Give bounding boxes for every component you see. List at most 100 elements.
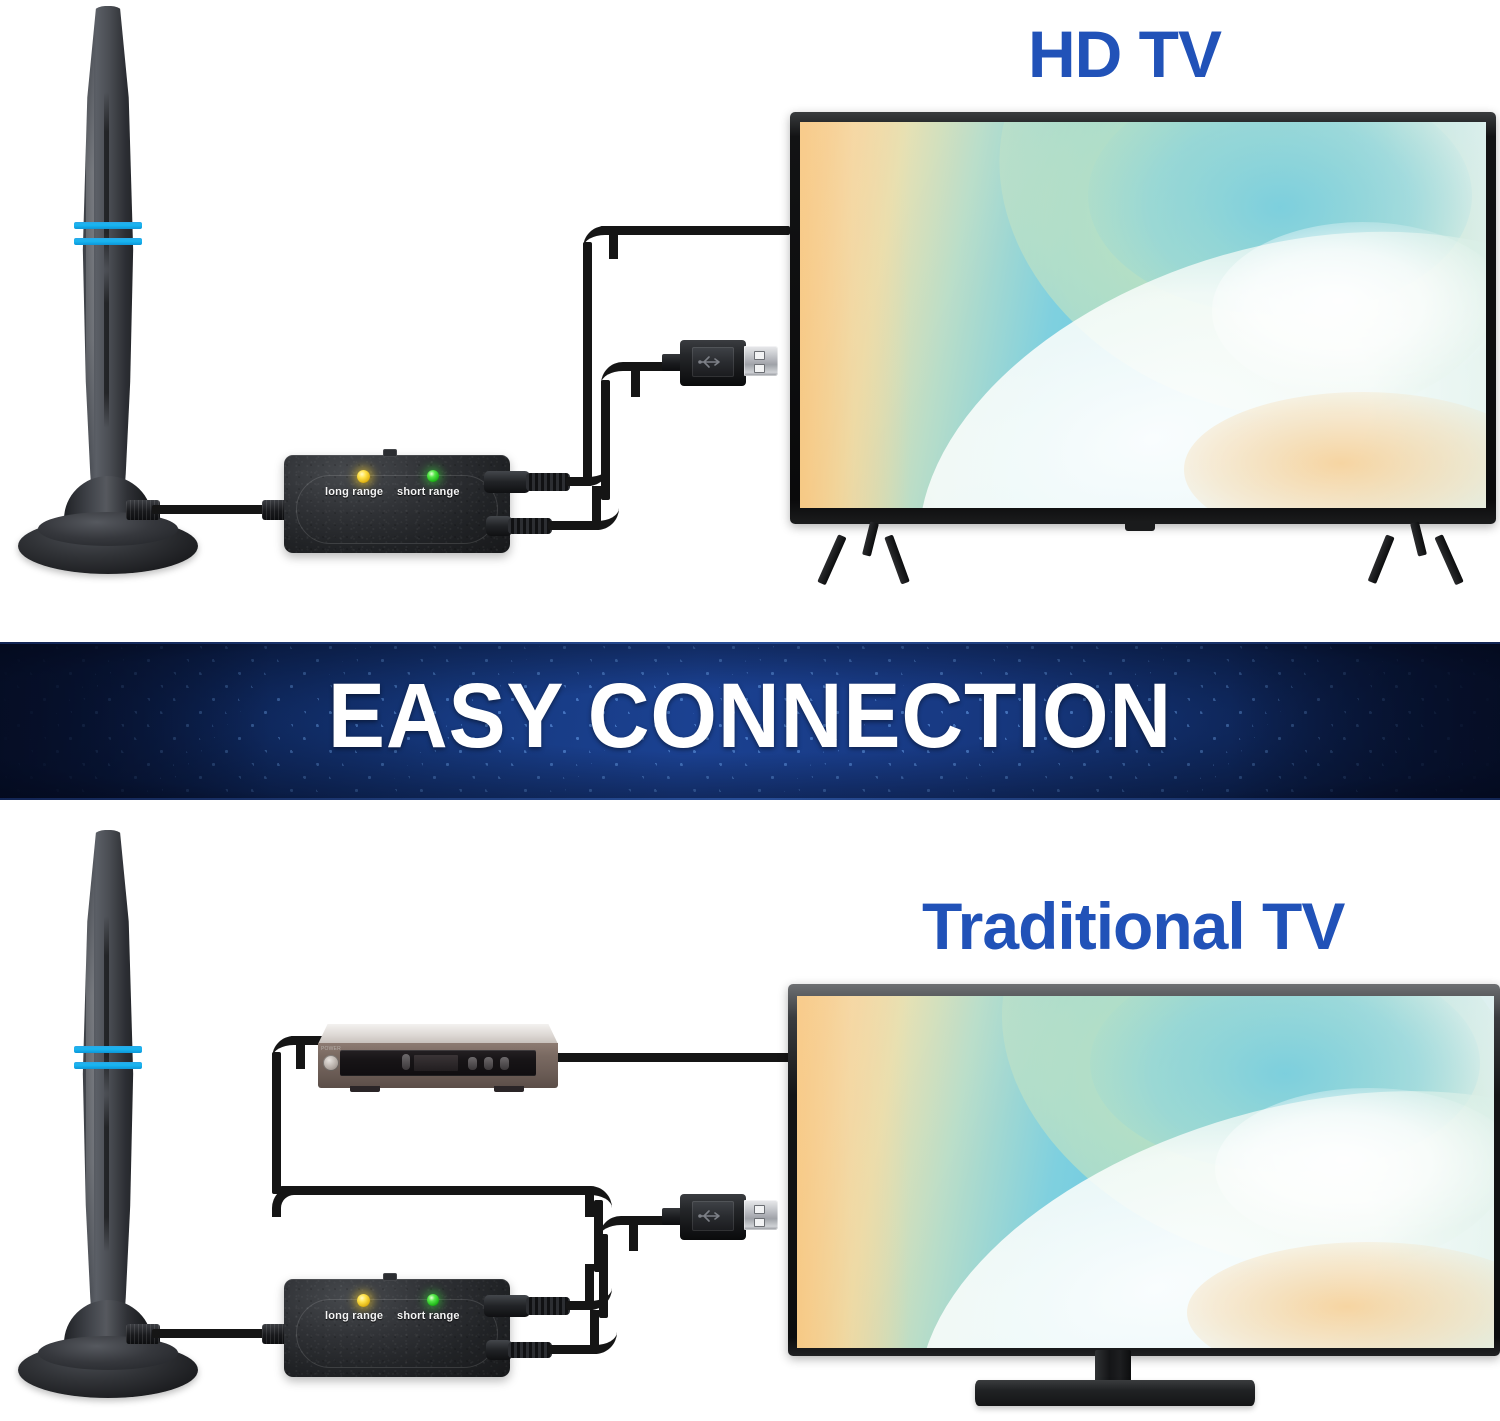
cable-stb-to-tv [540,1053,800,1062]
easy-connection-banner: EASY CONNECTION [0,642,1500,800]
banner-vignette [0,642,1500,800]
led-long-range [357,470,370,483]
signal-amplifier-2: long range short range [284,1279,510,1377]
antenna-groove-lower [104,1092,109,1252]
stb-display [414,1055,458,1071]
banner-headline: EASY CONNECTION [327,665,1173,767]
traditional-tv [788,984,1500,1356]
amp-coax-out-plug-2 [484,1295,530,1317]
amp-coax-out-strain [526,473,570,491]
cable-antenna-to-amp-2 [152,1329,282,1338]
cable-coax-seg-h1 [566,477,592,486]
cable-usb2-seg-h1 [548,1345,598,1354]
amp-usb-out-plug-2 [486,1340,512,1360]
section-traditional-tv: Traditional TV long range short range [0,802,1500,1421]
cable-coax-seg-h2 [600,226,790,235]
usb-pin-top [754,1205,765,1214]
cable-usb2-seg-h2 [620,1216,668,1225]
usb-trident-icon [698,1210,720,1222]
amp-input-joint [262,500,290,520]
stb-power-label: POWER [321,1046,341,1052]
cable-usb2-corner-1 [590,1310,617,1354]
cable-coax2-seg-h1 [566,1301,594,1310]
cable-coax2-seg-v2 [272,1052,281,1194]
antenna-highlight [86,46,94,466]
antenna-groove-lower [104,268,109,428]
label-short-range: short range [397,486,460,498]
label-long-range-2: long range [325,1310,384,1322]
signal-amplifier: long range short range [284,455,510,553]
label-short-range-2: short range [397,1310,460,1322]
hd-tv [790,112,1496,524]
led-short-range-2 [427,1294,439,1306]
stb-top-panel [318,1024,558,1044]
usb-pin-top [754,351,765,360]
cable-antenna-to-amp [152,505,282,514]
hd-tv-leg-left [817,521,912,586]
cable-usb-seg-h2 [622,362,668,371]
banner-top-hairline [0,642,1500,644]
antenna-stripe-bottom [74,238,142,245]
usb-trident-icon [698,356,720,368]
usb-plug-hdtv [662,334,778,390]
antenna-highlight [86,870,94,1290]
amp-coax-out-plug [484,471,530,493]
antenna-coax-joint-2 [126,1324,160,1344]
cable-usb-corner-1 [592,486,619,530]
usb-neck [662,1208,684,1225]
amp-usb-out-plug [486,516,512,536]
usb-pin-bottom [754,1218,765,1227]
traditional-tv-stand-base [975,1380,1255,1406]
stb-button-1[interactable] [468,1057,477,1070]
antenna-groove-upper [104,916,109,1096]
cable-coax2-corner-1 [585,1264,612,1310]
amplifier-inner-outline [296,475,498,544]
amplifier-inner-outline [296,1299,498,1368]
antenna-coax-joint [126,500,160,520]
cable-coax2-seg-h2 [280,1186,592,1195]
antenna-stripe-bottom [74,1062,142,1069]
antenna-stripe-top [74,1046,142,1053]
traditional-tv-screen [797,996,1494,1348]
antenna-groove-upper [104,92,109,272]
cable-coax2-seg-v1 [594,1200,603,1272]
usb-pin-bottom [754,364,765,373]
tv-antenna [8,6,208,586]
cable-coax2-corner-4 [272,1036,305,1069]
amplifier-top-nub [383,449,397,457]
stb-button-2[interactable] [484,1057,493,1070]
cable-coax2-corner-2 [585,1186,612,1217]
stb-foot-left [350,1086,380,1092]
amplifier-top-nub-2 [383,1273,397,1281]
antenna-stripe-top [74,222,142,229]
amp-usb-out-strain-2 [508,1342,552,1358]
stb-foot-right [494,1086,524,1092]
section-title-hdtv: HD TV [1028,17,1222,91]
led-long-range-2 [357,1294,370,1307]
amp-input-joint-2 [262,1324,290,1344]
banner-bottom-hairline [0,798,1500,800]
section-hdtv: HD TV long range short range [0,0,1500,640]
cable-usb-corner-2 [601,362,640,397]
amp-usb-out-strain [508,518,552,534]
cable-coax-seg-v1 [583,242,592,464]
stb-display-knob[interactable] [402,1054,410,1070]
cable-coax2-corner-3 [272,1186,301,1217]
cable-usb2-corner-2 [599,1216,638,1251]
cable-usb2-seg-v1 [599,1234,608,1318]
usb-plug-traditional [662,1188,778,1244]
section-title-traditional: Traditional TV [922,889,1345,963]
hd-tv-leg-right [1367,521,1464,586]
stb-button-3[interactable] [500,1057,509,1070]
cable-coax2-seg-h3 [290,1036,342,1045]
hd-tv-screen [800,122,1486,508]
amp-coax-out-strain-2 [526,1297,570,1315]
hd-tv-chin-nub [1125,521,1155,531]
set-top-box: POWER [318,1024,558,1096]
cable-usb-seg-v1 [601,380,610,500]
led-short-range [427,470,439,482]
usb-neck [662,354,684,371]
label-long-range: long range [325,486,384,498]
stb-power-button[interactable] [323,1055,339,1071]
